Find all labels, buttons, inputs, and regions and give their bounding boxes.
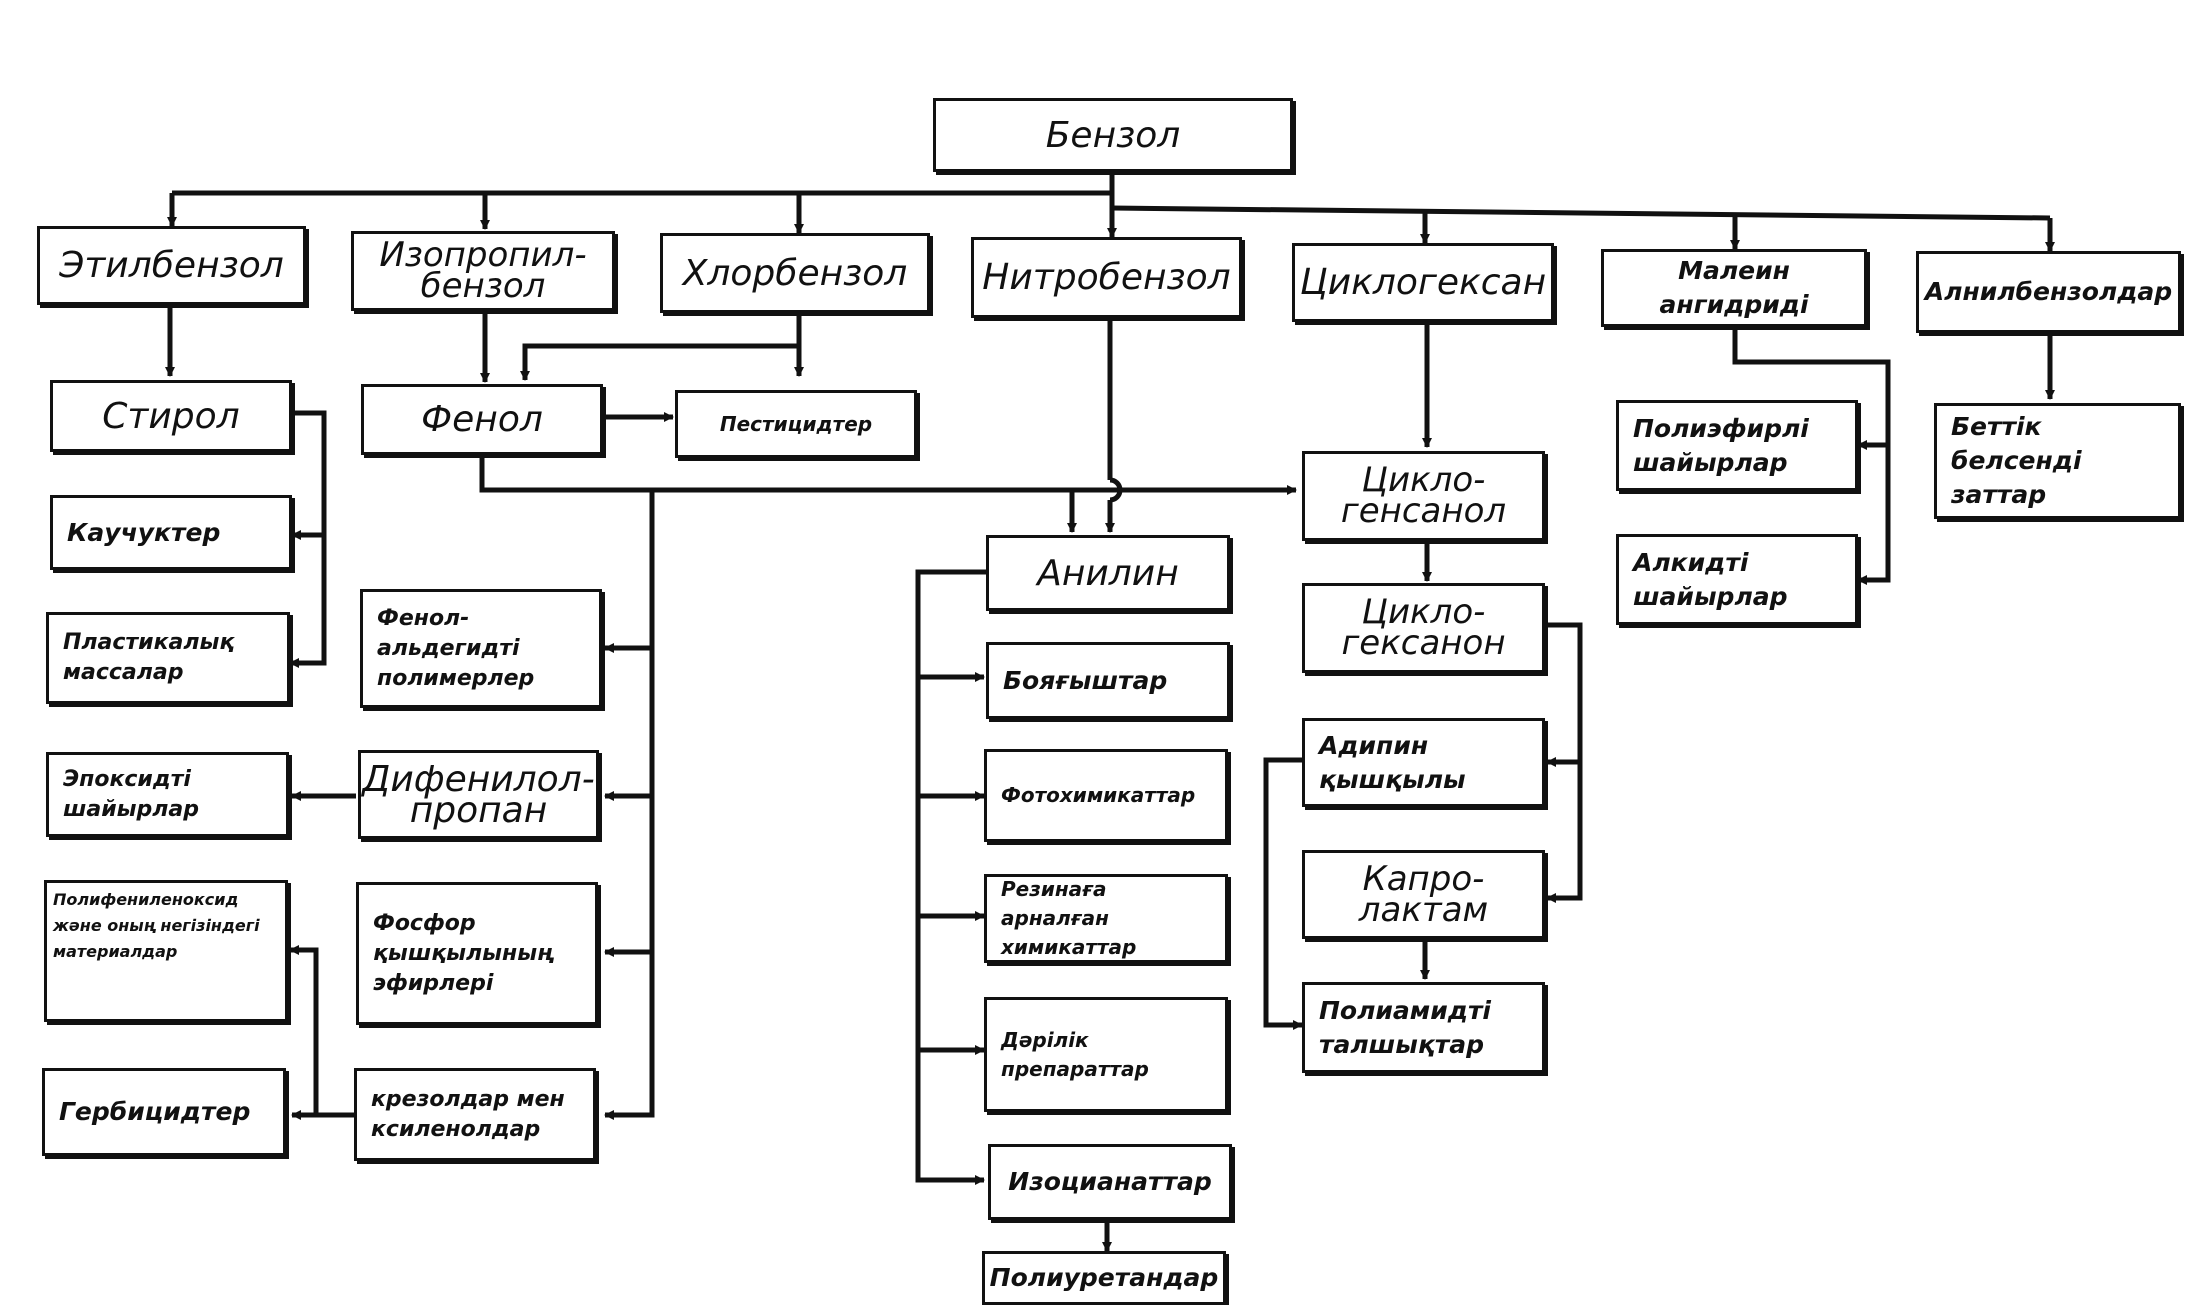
node-poliamidti: Полиамидті талшықтар (1302, 982, 1545, 1073)
node-plastikalyk: Пластикалық массалар (46, 612, 290, 704)
node-epoksidti: Эпоксидті шайырлар (46, 752, 289, 837)
node-darilik: Дәрілік препараттар (984, 997, 1228, 1112)
node-anilin: Анилин (986, 535, 1230, 611)
node-fosfor: Фосфор қышқылының эфирлері (356, 882, 598, 1025)
node-kaprolaktam: Капро- лактам (1302, 850, 1545, 939)
node-fotoximikattar: Фотохимикаттар (984, 749, 1228, 842)
node-poliuretandar: Полиуретандар (982, 1251, 1226, 1305)
node-izopropilbenzol: Изопропил- бензол (351, 231, 615, 311)
node-ciklogeksanol: Цикло- генсанол (1302, 451, 1545, 541)
node-fenolaldegidti: Фенол- альдегидті полимерлер (360, 589, 602, 708)
node-gerbicidter: Гербицидтер (42, 1068, 286, 1156)
node-boyaushtar: Бояғыштар (986, 642, 1230, 719)
node-kauchukter: Каучуктер (50, 495, 292, 570)
node-malein: Малеин ангидриді (1601, 249, 1867, 327)
node-bettik: Беттік белсенді заттар (1934, 403, 2181, 519)
node-etilbenzol: Этилбензол (37, 226, 306, 305)
node-ciklogeksan: Циклогексан (1292, 243, 1554, 322)
node-pesticidter: Пестицидтер (675, 390, 917, 458)
node-difenilolpropan: Дифенилол- пропан (358, 750, 599, 839)
node-benzol: Бензол (933, 98, 1293, 172)
node-stirol: Стирол (50, 380, 292, 452)
node-nitrobenzol: Нитробензол (971, 237, 1242, 318)
node-adipin: Адипин қышқылы (1302, 718, 1545, 807)
node-izocianattar: Изоцианаттар (988, 1144, 1232, 1220)
node-ciklogeksanon: Цикло- гексанон (1302, 583, 1545, 673)
node-krezoldar: крезолдар мен ксиленолдар (354, 1068, 596, 1161)
node-alkilbenzoldar: Алнилбензолдар (1916, 251, 2181, 333)
node-rezina: Резинаға арналған химикаттар (984, 874, 1228, 963)
node-xlorbenzol: Хлорбензол (660, 233, 930, 313)
node-alkidti: Алкидті шайырлар (1616, 534, 1858, 625)
node-fenol: Фенол (361, 384, 603, 455)
node-polifenilenoksid: Полифениленоксид және оның негізіндегі м… (44, 880, 288, 1022)
node-poliefirli: Полиэфирлі шайырлар (1616, 400, 1858, 491)
